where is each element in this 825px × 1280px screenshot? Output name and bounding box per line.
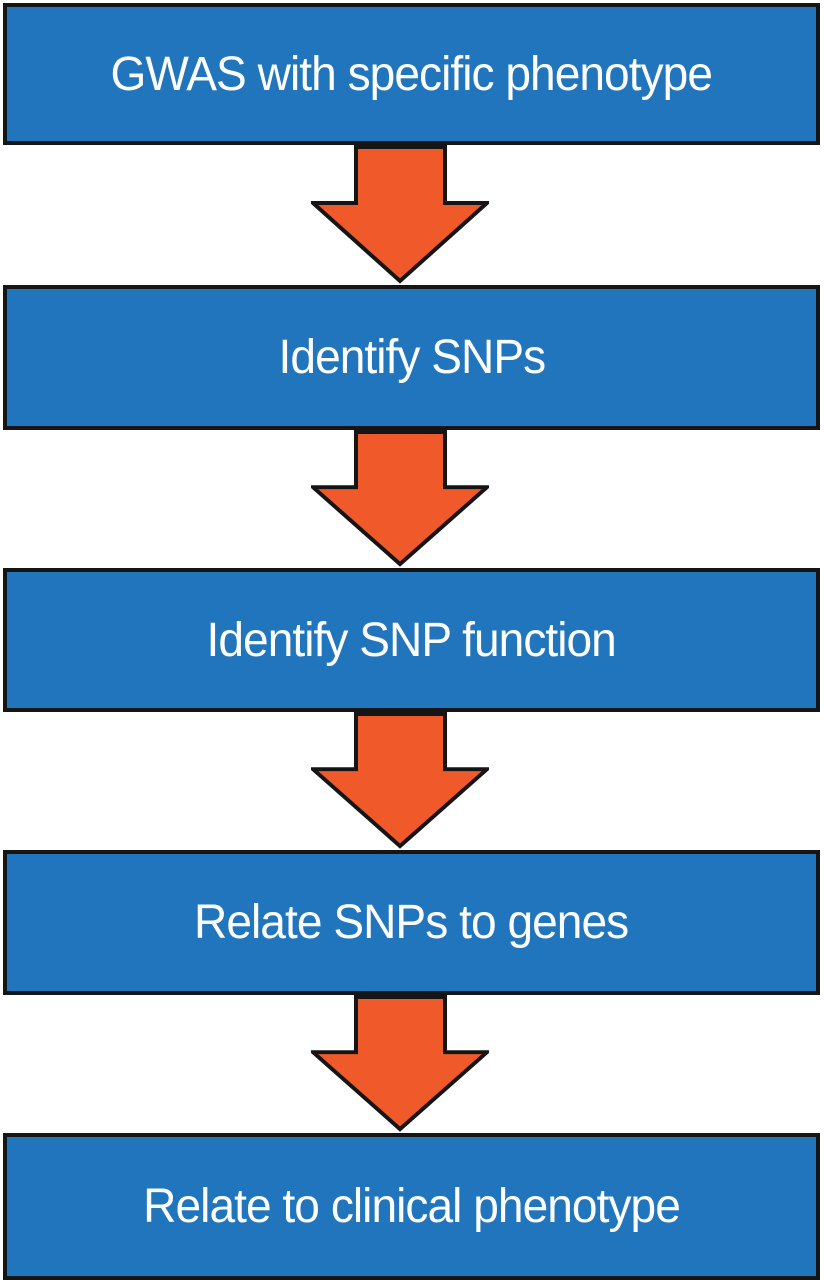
down-arrow-icon xyxy=(311,145,489,284)
flow-step-gwas-phenotype: GWAS with specific phenotype xyxy=(3,3,820,145)
flow-step-label: Identify SNPs xyxy=(278,331,546,384)
flow-step-label: GWAS with specific phenotype xyxy=(110,47,713,101)
flow-step-relate-snps-genes: Relate SNPs to genes xyxy=(3,850,820,995)
down-arrow-icon xyxy=(311,712,489,849)
flow-step-label: Relate to clinical phenotype xyxy=(143,1180,681,1233)
down-arrow-icon xyxy=(311,430,489,567)
flow-step-identify-snp-function: Identify SNP function xyxy=(3,568,820,712)
flow-step-identify-snps: Identify SNPs xyxy=(3,285,820,430)
flow-step-label: Identify SNP function xyxy=(206,613,617,667)
flow-step-label: Relate SNPs to genes xyxy=(194,896,629,949)
down-arrow-icon xyxy=(311,995,489,1132)
flow-step-relate-clinical-phenotype: Relate to clinical phenotype xyxy=(3,1133,820,1280)
